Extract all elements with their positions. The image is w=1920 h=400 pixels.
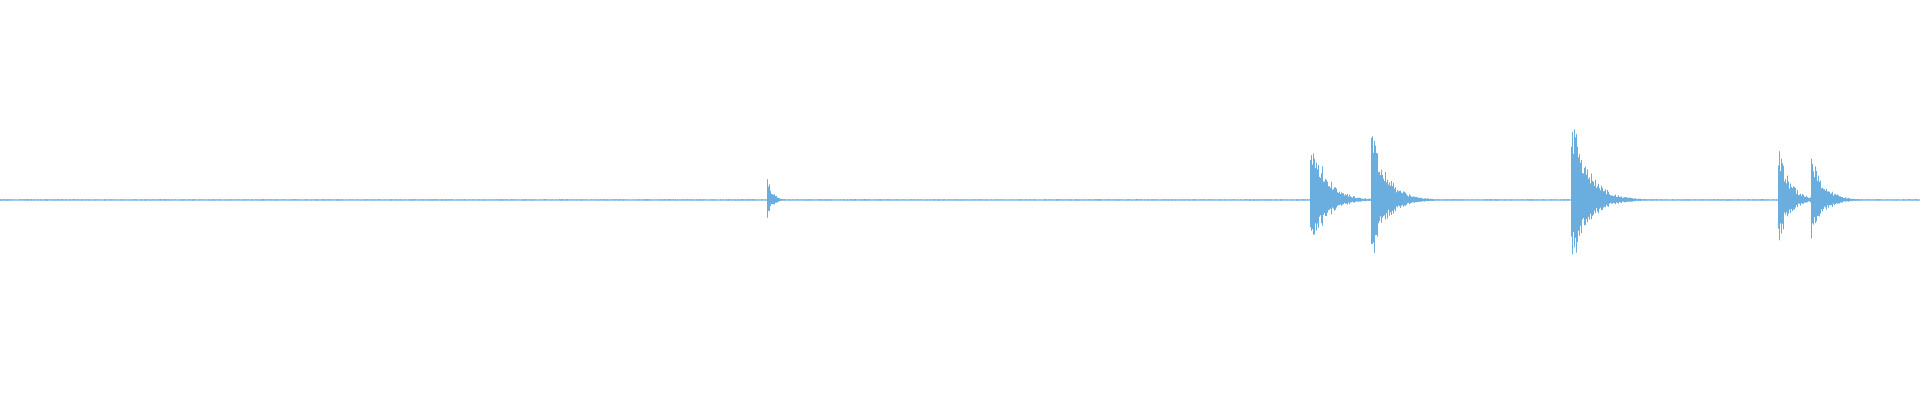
- waveform-path: [0, 129, 1920, 255]
- waveform-samples: [0, 129, 1920, 255]
